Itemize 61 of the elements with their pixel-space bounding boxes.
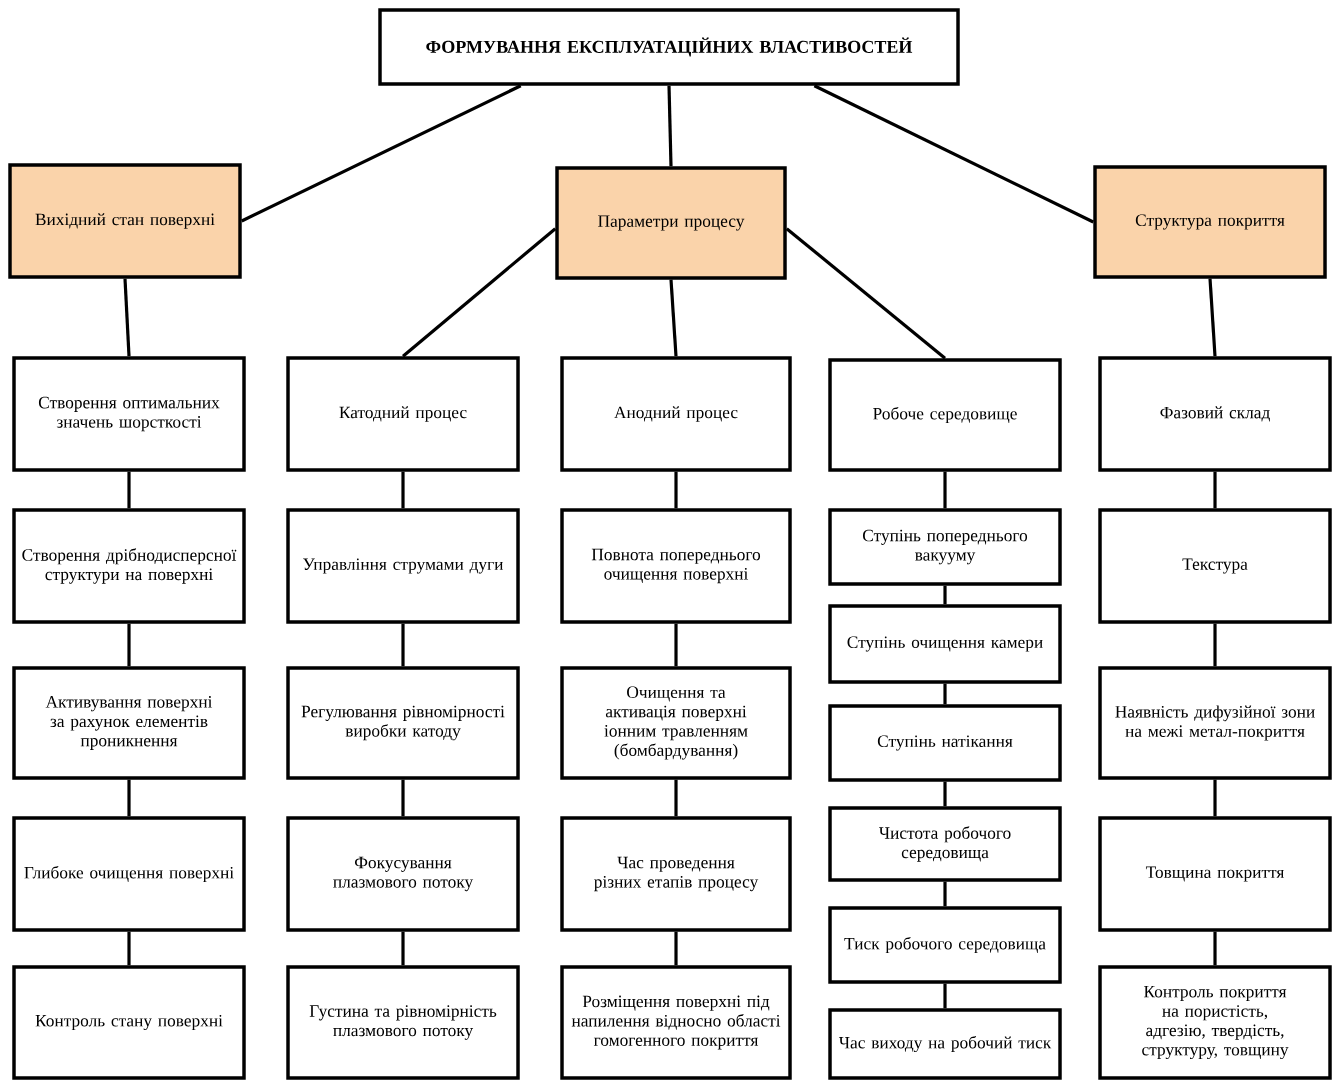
factor-box: Створення оптимальних значень шорсткості xyxy=(12,356,246,472)
factor-box: Наявність дифузійної зони на межі метал-покриття xyxy=(1098,666,1332,780)
factor-box: Створення дрібнодисперсної структури на поверхні xyxy=(12,508,246,624)
factor-box: Активування поверхні за рахунок елементів проникнення xyxy=(12,666,246,780)
connector-line xyxy=(401,779,405,817)
factor-box: Тиск робочого середовища xyxy=(828,906,1062,984)
factor-box: Катодний процес xyxy=(286,356,520,472)
connector-line xyxy=(127,931,131,966)
connector-line xyxy=(674,471,678,509)
connector-line xyxy=(1208,278,1217,357)
connector-line xyxy=(401,623,405,667)
connector-line xyxy=(127,471,131,509)
connector-line xyxy=(401,227,557,358)
connector-line xyxy=(674,623,678,667)
factor-box: Контроль покриття на пористість, адгезію, твердість, структуру, товщину xyxy=(1098,965,1332,1080)
connector-line xyxy=(667,85,673,167)
factor-box: Чистота робочого середовища xyxy=(828,806,1062,882)
connector-line xyxy=(669,279,678,357)
factor-box: Очищення та активація поверхні іонним травленням (бомбардування) xyxy=(560,666,792,780)
factor-box: Анодний процес xyxy=(560,356,792,472)
category-box: Вихідний стан поверхні xyxy=(8,163,242,279)
factor-box: Ступінь очищення камери xyxy=(828,604,1062,684)
category-box: Структура покриття xyxy=(1093,165,1327,279)
connector-line xyxy=(674,779,678,817)
factor-box: Час проведення різних етапів процесу xyxy=(560,816,792,932)
connector-line xyxy=(127,623,131,667)
factor-box: Розміщення поверхні під напилення відносно області гомогенного покриття xyxy=(560,965,792,1080)
connector-line xyxy=(1213,623,1217,667)
connector-line xyxy=(943,471,947,509)
connector-line xyxy=(241,84,522,223)
factor-box: Глибоке очищення поверхні xyxy=(12,816,246,932)
connector-line xyxy=(401,931,405,966)
connector-line xyxy=(943,881,947,907)
factor-box: Управління струмами дуги xyxy=(286,508,520,624)
factor-box: Робоче середовище xyxy=(828,358,1062,472)
factor-box: Регулювання рівномірності виробки катоду xyxy=(286,666,520,780)
connector-line xyxy=(785,227,947,360)
connector-line xyxy=(1213,471,1217,509)
factor-box: Контроль стану поверхні xyxy=(12,965,246,1080)
connector-line xyxy=(123,278,131,357)
connector-line xyxy=(401,471,405,509)
factor-box: Фокусування плазмового потоку xyxy=(286,816,520,932)
factor-box: Ступінь натікання xyxy=(828,704,1062,782)
connector-line xyxy=(1213,779,1217,817)
connector-line xyxy=(943,683,947,705)
factor-box: Ступінь попереднього вакууму xyxy=(828,508,1062,586)
connector-line xyxy=(943,585,947,605)
connector-line xyxy=(127,779,131,817)
connector-line xyxy=(943,781,947,807)
category-box: Параметри процесу xyxy=(555,166,787,280)
connector-line xyxy=(674,931,678,966)
factor-box: Фазовий склад xyxy=(1098,356,1332,472)
connector-line xyxy=(1213,931,1217,966)
factor-box: Час виходу на робочий тиск xyxy=(828,1008,1062,1080)
factor-box: Товщина покриття xyxy=(1098,816,1332,932)
factor-box: Повнота попереднього очищення поверхні xyxy=(560,508,792,624)
connector-line xyxy=(813,84,1094,224)
title-box: ФОРМУВАННЯ ЕКСПЛУАТАЦІЙНИХ ВЛАСТИВОСТЕЙ xyxy=(378,8,960,86)
factor-box: Текстура xyxy=(1098,508,1332,624)
connector-line xyxy=(943,983,947,1009)
factor-box: Густина та рівномірність плазмового потоку xyxy=(286,965,520,1080)
